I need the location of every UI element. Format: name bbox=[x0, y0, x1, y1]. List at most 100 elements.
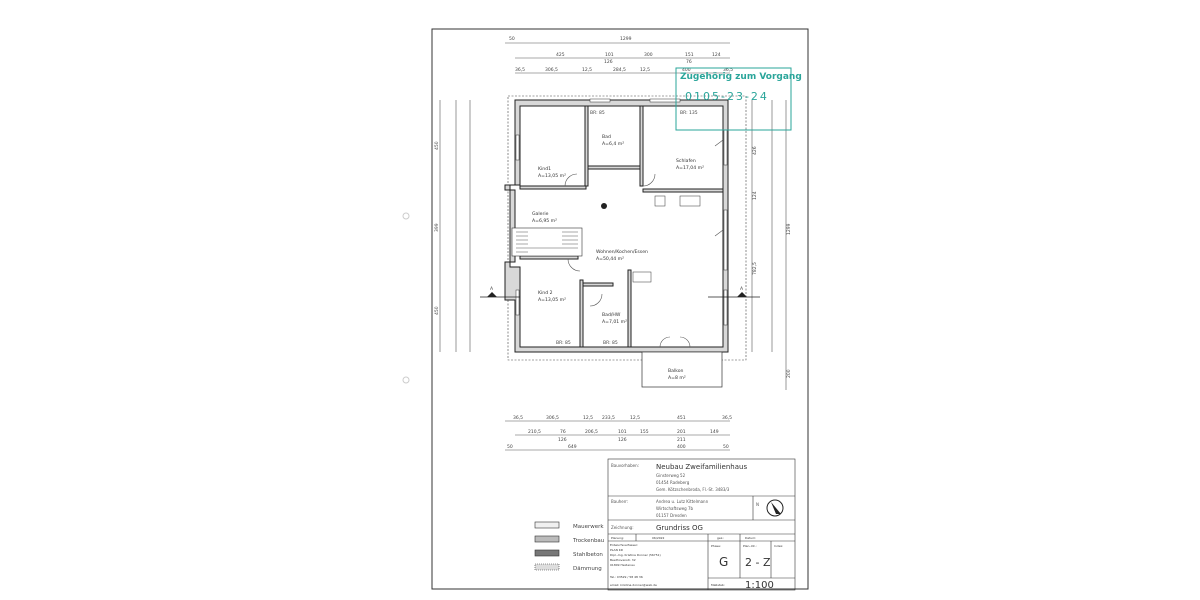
client-line: Andrea u. Lutz Kittelmann bbox=[656, 499, 709, 504]
label: Datum: bbox=[745, 536, 756, 540]
dim: 126 bbox=[618, 437, 627, 443]
sink bbox=[679, 195, 701, 207]
label: Phase: bbox=[711, 544, 721, 548]
label: Zeichnung: bbox=[611, 525, 634, 530]
dim: 12,5 bbox=[630, 415, 640, 421]
dim: 1299 bbox=[786, 223, 792, 235]
dim: 12,5 bbox=[582, 67, 592, 73]
label: gez.: bbox=[717, 536, 724, 540]
section-marker-icon bbox=[737, 292, 747, 297]
label: Planung: bbox=[611, 536, 624, 540]
label: Plan.-Nr.: bbox=[743, 544, 757, 548]
plan-number: 2 - Z bbox=[745, 556, 771, 569]
dim: 450 bbox=[434, 306, 440, 315]
floor-plan: A A Kind1 A=13,05 m² Bad A=6,4 m² Schlaf… bbox=[480, 95, 760, 388]
dim: 76 bbox=[686, 59, 692, 65]
dim: 101 bbox=[605, 52, 614, 58]
room-area: A=7,01 m² bbox=[602, 319, 627, 325]
designer-line: PLAN KD bbox=[610, 548, 624, 552]
address-line: Gem. Kötzschenbroda, Fl.-St. 3483/3 bbox=[656, 487, 730, 492]
bottom-dimensions: 36,5 306,5 12,5 233,5 12,5 451 36,5 210,… bbox=[505, 415, 732, 451]
dim: 101 bbox=[618, 429, 627, 435]
legend-label: Dämmung bbox=[573, 566, 602, 572]
label: Bauherr: bbox=[611, 499, 628, 504]
dim: 306,5 bbox=[545, 67, 558, 73]
dim: 36,5 bbox=[513, 415, 523, 421]
legend-label: Stahlbeton bbox=[573, 552, 603, 558]
address-line: Ginsterweg 52 bbox=[656, 473, 686, 478]
room-area: A=13,05 m² bbox=[538, 173, 566, 179]
room-name: Kind 2 bbox=[538, 290, 553, 296]
section-label: A bbox=[740, 286, 744, 292]
label: Bauvorhaben: bbox=[611, 463, 639, 468]
dim: 210,5 bbox=[528, 429, 541, 435]
side-dimensions: 450 399 450 426 124 1299 782,5 200 bbox=[434, 100, 792, 390]
dim: 400 bbox=[682, 67, 691, 73]
room-name: Wohnen/Kochen/Essen bbox=[596, 249, 648, 255]
designer-line: 01809 Heidenau bbox=[610, 563, 635, 567]
dim: 12,5 bbox=[640, 67, 650, 73]
dim: 126 bbox=[558, 437, 567, 443]
punch-hole bbox=[402, 376, 410, 384]
dim: 36,5 bbox=[723, 67, 733, 73]
dim: 36,5 bbox=[722, 415, 732, 421]
room-area: A=6,4 m² bbox=[602, 141, 624, 147]
label: Maßstab: bbox=[711, 583, 725, 587]
dim: 400 bbox=[677, 444, 686, 450]
designer-line: Tel.: 03529 / 58 48 36 bbox=[609, 575, 643, 579]
planning-date: 06/2022 bbox=[652, 536, 665, 540]
punch-hole bbox=[402, 212, 410, 220]
legend-label: Mauerwerk bbox=[573, 524, 604, 530]
room-area: A=50,44 m² bbox=[596, 256, 624, 262]
project-title: Neubau Zweifamilienhaus bbox=[656, 463, 747, 471]
dim: 124 bbox=[752, 191, 758, 200]
room-name: Kind1 bbox=[538, 166, 551, 172]
scale-value: 1:100 bbox=[745, 580, 774, 591]
section-label: A bbox=[490, 286, 494, 292]
balcony bbox=[641, 351, 723, 388]
stamp-title: Zugehörig zum Vorgang bbox=[680, 72, 802, 82]
dim: 284,5 bbox=[613, 67, 626, 73]
legend: Mauerwerk Trockenbau Stahlbeton Dämmung bbox=[534, 521, 604, 572]
room-area: A=17,04 m² bbox=[676, 165, 704, 171]
dim: 649 bbox=[568, 444, 577, 450]
dim: 233,5 bbox=[602, 415, 615, 421]
drawing-title: Grundriss OG bbox=[656, 524, 703, 532]
room-name: Bad bbox=[602, 134, 611, 140]
dim: 306,5 bbox=[546, 415, 559, 421]
dim: 201 bbox=[677, 429, 686, 435]
section-marker-icon bbox=[487, 292, 497, 297]
dim: 50 bbox=[507, 444, 513, 450]
dim: 36,5 bbox=[515, 67, 525, 73]
dim: 300 bbox=[644, 52, 653, 58]
dim: 211 bbox=[677, 437, 686, 443]
designer-line: Dipl.-Ing. Kristina Donner (56751) bbox=[610, 553, 661, 557]
label: Index: bbox=[774, 544, 783, 548]
room-area: A=8 m² bbox=[668, 375, 686, 381]
client-line: 01157 Dresden bbox=[656, 513, 687, 518]
dim-overall: 1299 bbox=[620, 36, 632, 42]
dim: 782,5 bbox=[752, 262, 758, 275]
dim: 451 bbox=[677, 415, 686, 421]
dim: 426 bbox=[752, 146, 758, 155]
svg-text:50: 50 bbox=[509, 36, 515, 42]
approval-stamp: Zugehörig zum Vorgang 0105-23-24 bbox=[675, 67, 802, 131]
dim: 155 bbox=[640, 429, 649, 435]
dim: 126 bbox=[604, 59, 613, 65]
room-name: Galerie bbox=[532, 211, 549, 217]
staircase bbox=[511, 227, 583, 257]
dim: 425 bbox=[556, 52, 565, 58]
client-line: Wirtschaftsweg 7b bbox=[656, 506, 694, 511]
designer-line: Entwurfsverfasser: bbox=[610, 543, 638, 547]
room-name: Balkon bbox=[668, 368, 684, 374]
designer-line: email: kristina.donner@web.de bbox=[610, 583, 657, 587]
address-line: 01454 Radeberg bbox=[656, 480, 690, 485]
dim: 149 bbox=[710, 429, 719, 435]
room-name: Bad/HW bbox=[602, 312, 621, 318]
stove bbox=[654, 195, 666, 207]
dim: 12,5 bbox=[583, 415, 593, 421]
dim: 76 bbox=[560, 429, 566, 435]
top-dimensions: 1299 50 425 101 300 151 124 126 76 36,5 … bbox=[505, 36, 733, 74]
dim: 206,5 bbox=[585, 429, 598, 435]
parapet-label: BR: 85 bbox=[590, 110, 605, 116]
